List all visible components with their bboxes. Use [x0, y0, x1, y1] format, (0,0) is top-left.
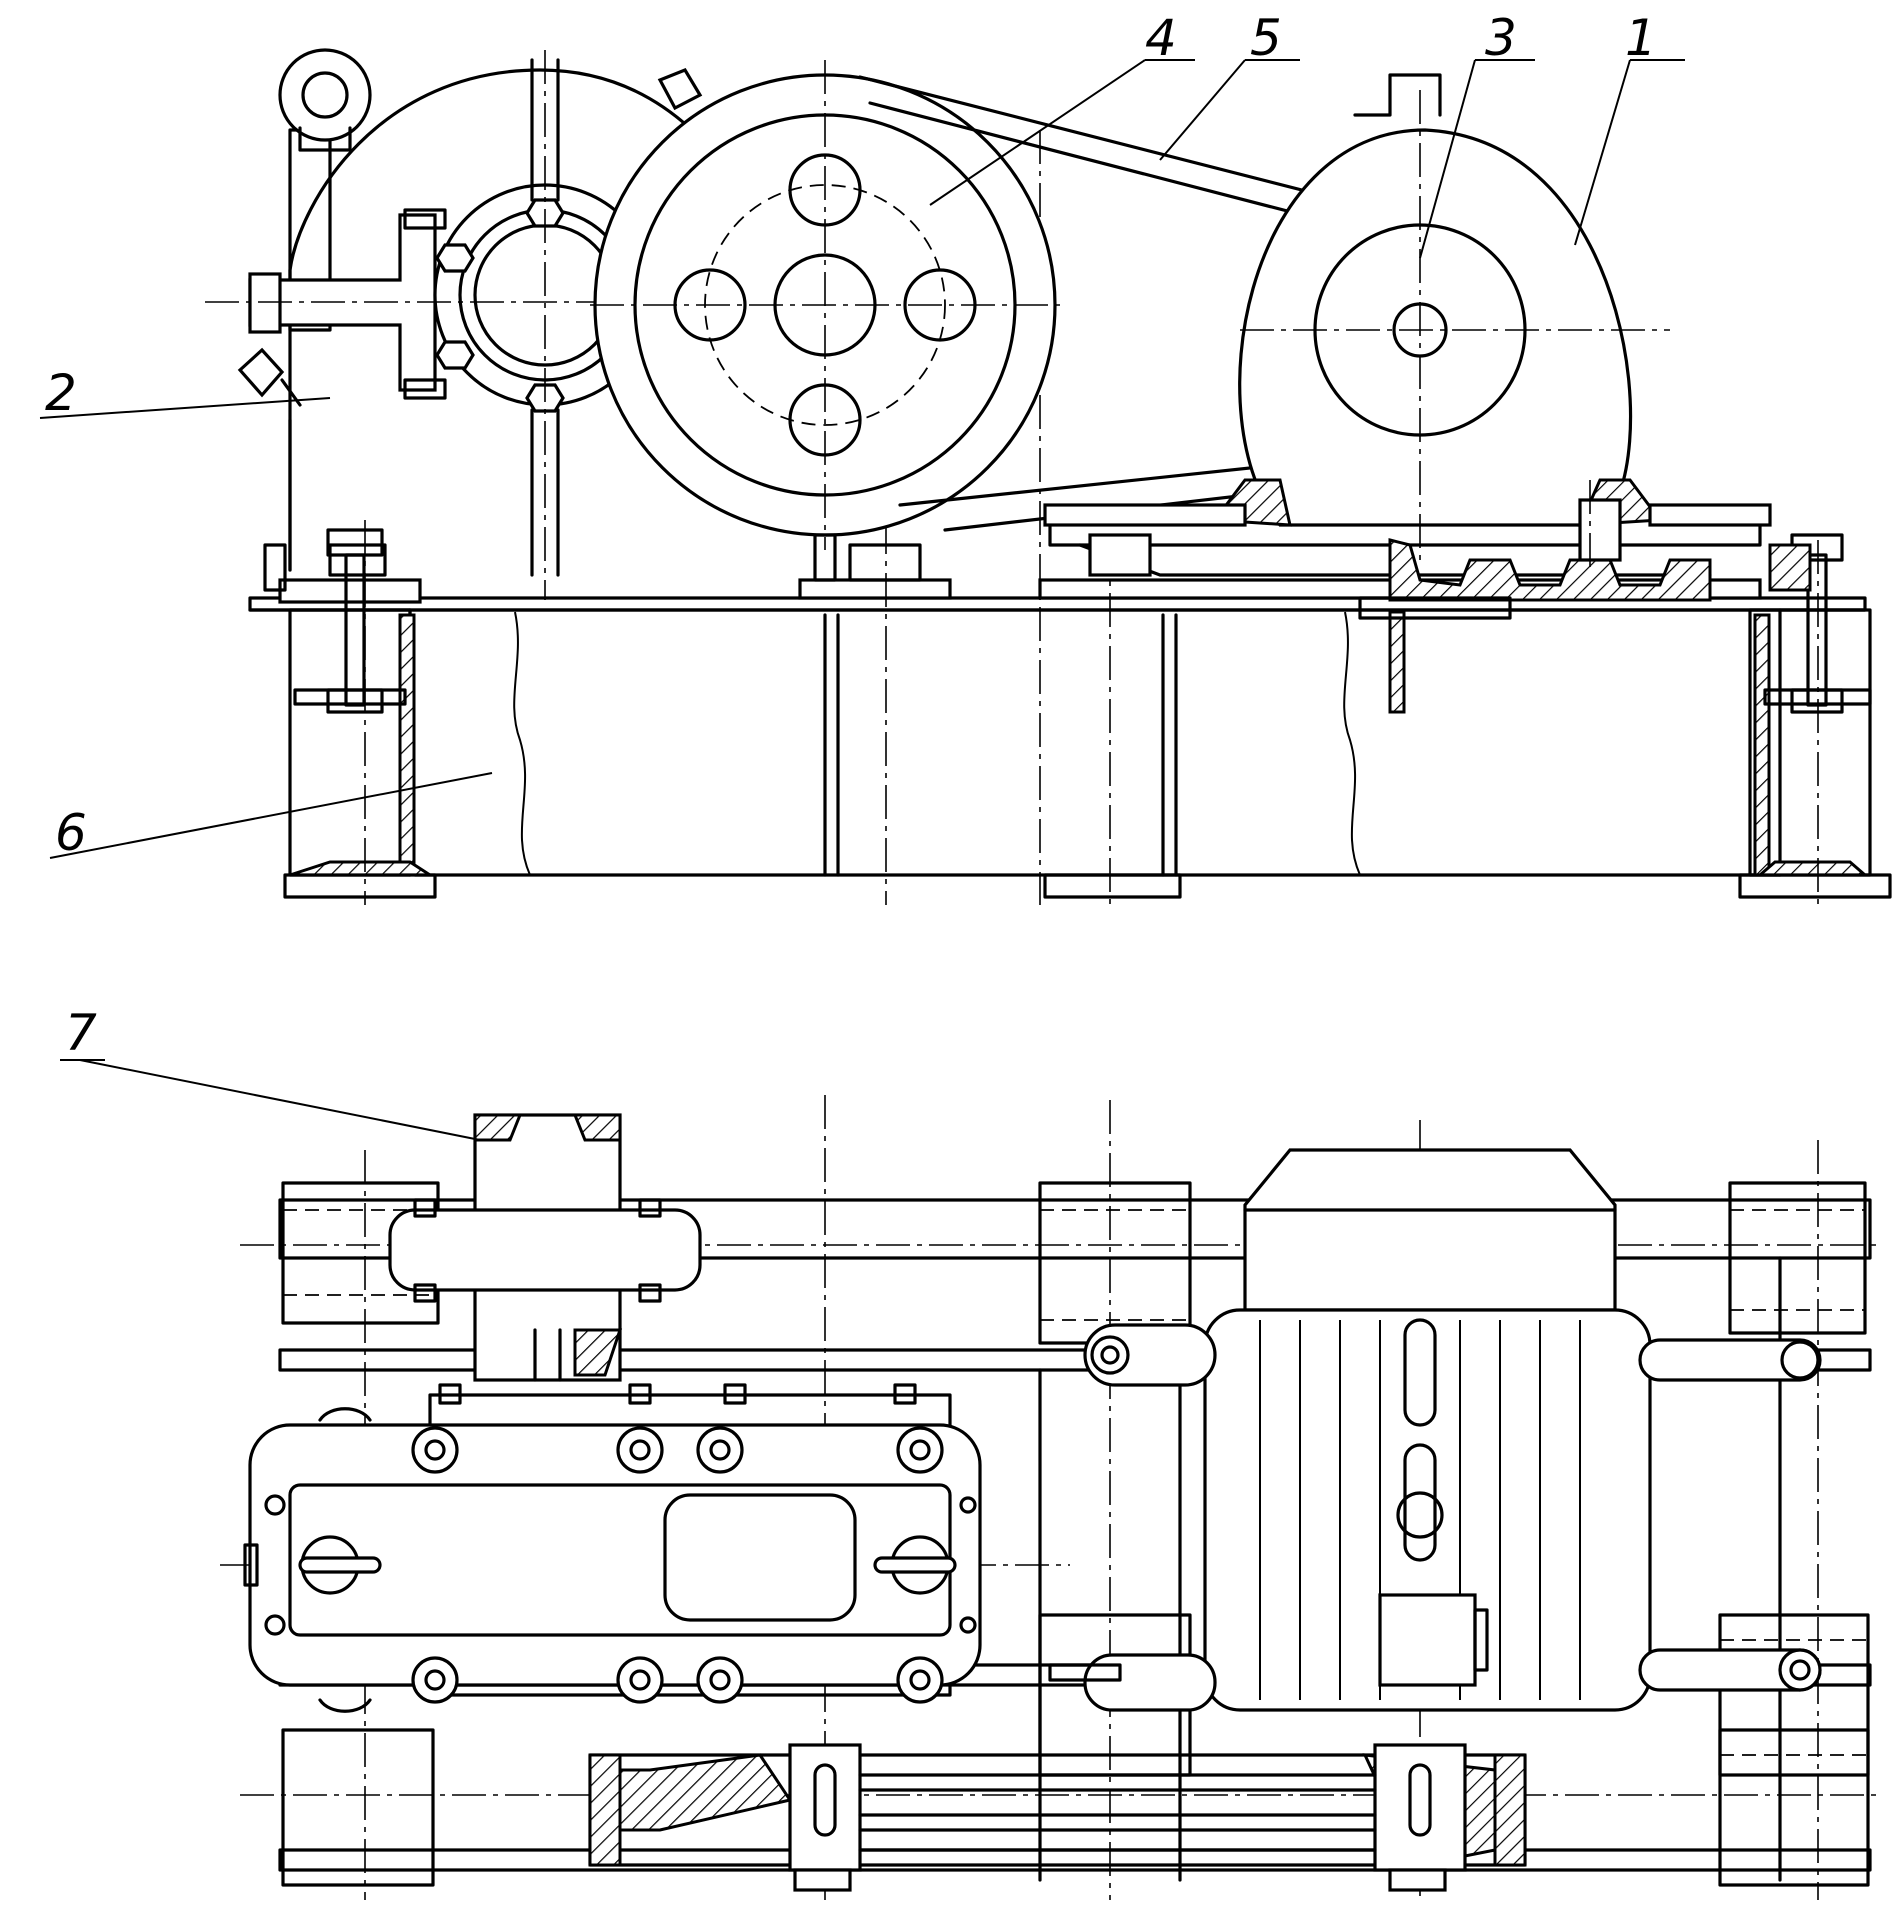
callout-7: 7 — [65, 1004, 97, 1062]
gearbox-plan — [243, 1383, 982, 1713]
motor-plan — [1048, 1148, 1822, 1712]
callout-6: 6 — [55, 804, 87, 862]
callout-leader-7 — [79, 1059, 481, 1141]
gearbox-bolts — [264, 1426, 977, 1704]
coupling-plan — [388, 1113, 702, 1382]
callout-3: 3 — [1485, 9, 1517, 67]
callout-2: 2 — [45, 364, 77, 422]
callout-leaders-side — [39, 59, 1685, 859]
callout-4: 4 — [1145, 9, 1177, 67]
callout-labels: 1 2 3 4 5 6 7 — [45, 9, 1657, 1062]
callout-5: 5 — [1250, 9, 1282, 67]
motor-side — [1043, 73, 1772, 714]
plan-view — [60, 1059, 1880, 1900]
side-elevation-view — [39, 48, 1892, 905]
pulleys-plan — [588, 1743, 1527, 1892]
callout-1: 1 — [1625, 9, 1657, 67]
large-pulley-side — [590, 60, 1060, 582]
